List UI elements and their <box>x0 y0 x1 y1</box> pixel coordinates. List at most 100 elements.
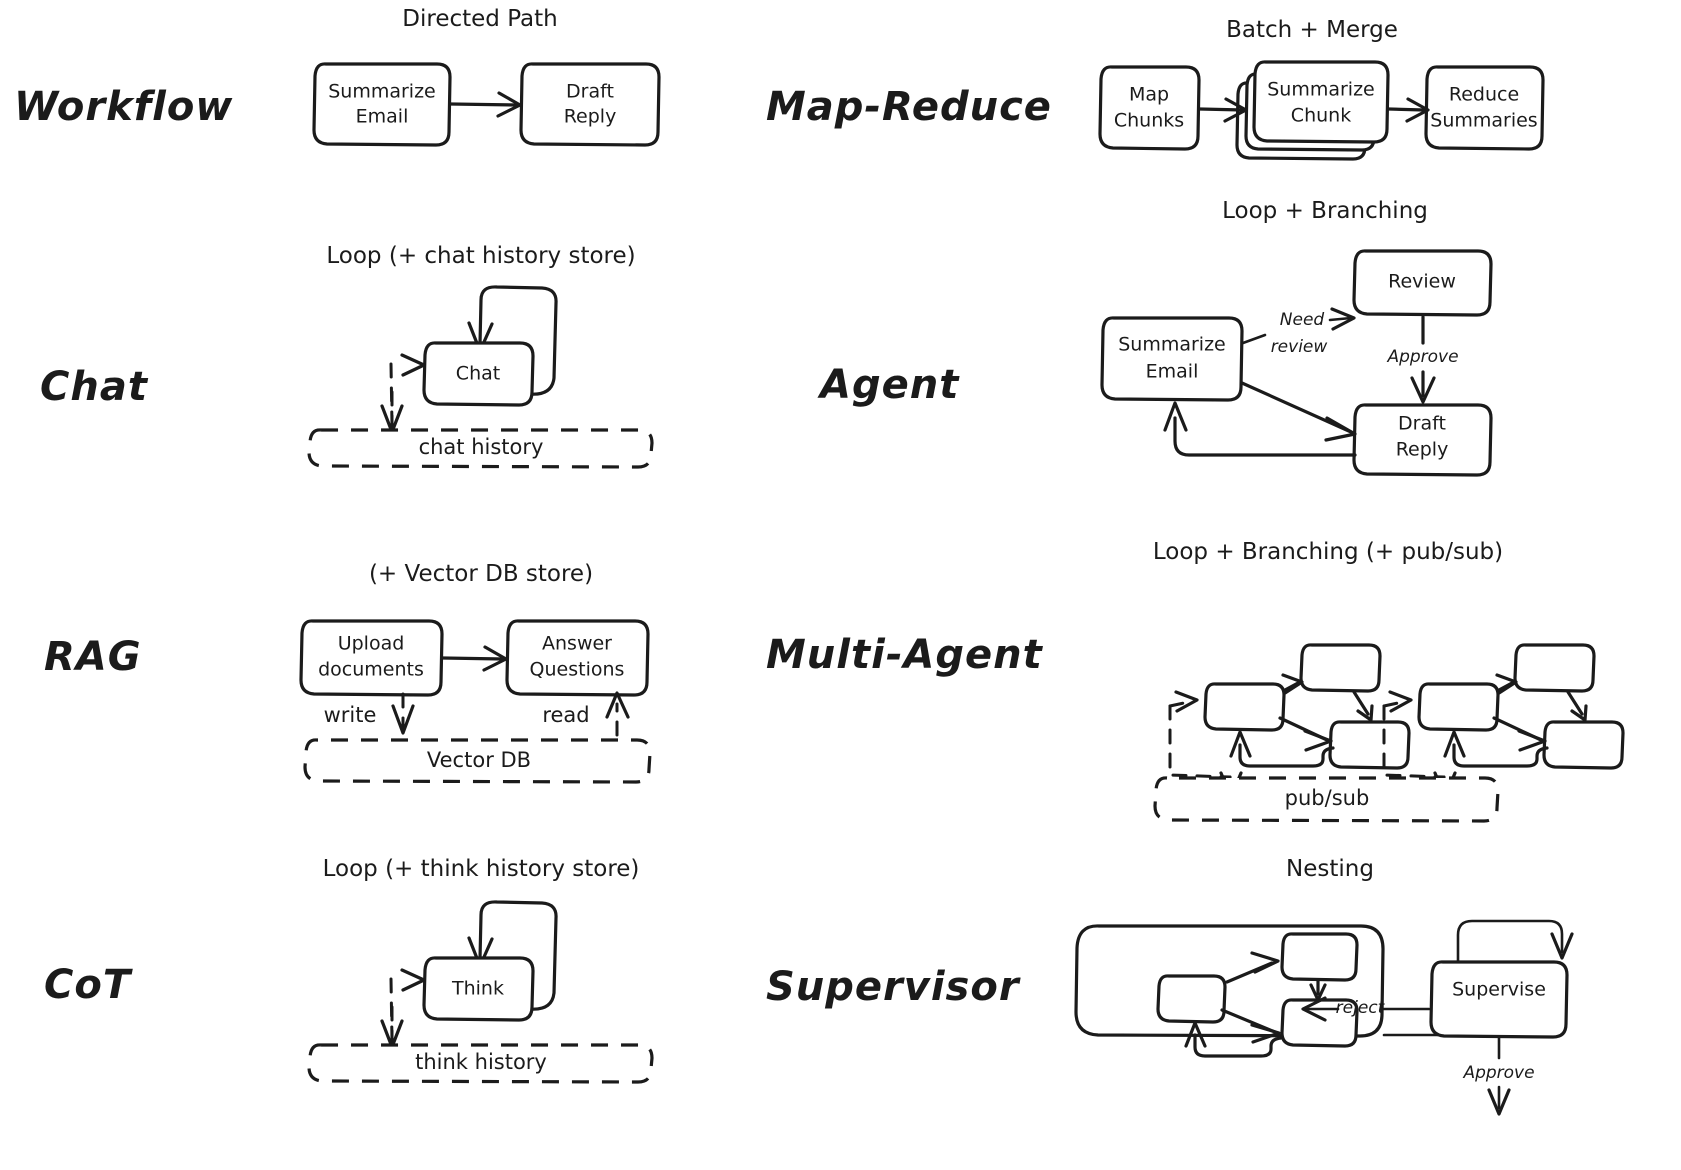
row-label-cot: CoT <box>44 962 132 1008</box>
node-supervise[interactable] <box>1429 960 1569 1039</box>
edge-label-approve-supervisor: Approve <box>1462 1063 1534 1083</box>
arrowhead-icon <box>1570 704 1588 722</box>
arrowhead-icon <box>400 968 426 992</box>
row-label-multi-agent: Multi-Agent <box>766 632 1043 678</box>
node-summarize-email-line2: Email <box>356 106 409 128</box>
arrowhead-icon <box>1410 376 1436 404</box>
node-cluster-b-left[interactable] <box>1417 682 1500 732</box>
diagram-agent: Summarize Email Review Draft Reply Need … <box>1100 249 1493 477</box>
node-think[interactable] <box>422 956 535 1022</box>
node-cluster-a-right[interactable] <box>1328 720 1411 770</box>
node-reduce-summaries-line1: Reduce <box>1449 84 1519 106</box>
arrowhead-icon <box>1487 1088 1511 1116</box>
arrowhead-icon <box>496 91 522 118</box>
node-cluster-b-top[interactable] <box>1513 643 1596 693</box>
node-summarize-chunk-line1: Summarize <box>1267 79 1375 101</box>
node-agent-draft-reply[interactable] <box>1352 403 1493 477</box>
node-chat[interactable] <box>422 341 535 407</box>
row-label-chat: Chat <box>40 364 148 410</box>
node-agent-summarize-line2: Email <box>1146 361 1199 383</box>
edge-label-read: read <box>542 703 589 727</box>
arrowhead-icon <box>1550 932 1574 960</box>
node-reduce-summaries-line2: Summaries <box>1430 110 1537 132</box>
store-vector-db-label: Vector DB <box>427 748 531 772</box>
store-think-history-label: think history <box>415 1050 547 1074</box>
store-chat-history[interactable] <box>307 428 654 469</box>
row-label-map-reduce: Map-Reduce <box>766 84 1052 130</box>
panel-title-nesting: Nesting <box>1286 856 1374 882</box>
edge-a-pubsub-in <box>1168 699 1195 708</box>
panel-title-loop-branching: Loop + Branching <box>1222 198 1428 224</box>
edge-b-pubsub-in <box>1382 699 1409 708</box>
node-upload-line2: documents <box>318 659 424 681</box>
node-summarize-email-line1: Summarize <box>328 81 436 103</box>
node-cluster-b-right[interactable] <box>1542 720 1625 770</box>
node-agent-summarize-email[interactable] <box>1100 316 1244 402</box>
node-review[interactable] <box>1352 249 1493 317</box>
node-draft-reply-line1: Draft <box>566 81 614 103</box>
arrowhead-icon <box>1301 996 1327 1022</box>
node-draft-reply[interactable] <box>519 62 661 147</box>
edge-think-self-loop <box>478 900 558 1011</box>
edge-label-write: write <box>324 703 377 727</box>
arrowhead-icon <box>1388 690 1413 713</box>
node-map-chunks-line2: Chunks <box>1114 110 1184 132</box>
node-supervise-label: Supervise <box>1452 979 1546 1001</box>
edge-draft-to-summarize-loop <box>1173 416 1357 457</box>
store-vector-db[interactable] <box>303 738 652 784</box>
arrowhead-icon <box>1517 729 1547 752</box>
arrowhead-icon <box>1330 307 1356 331</box>
node-reduce-summaries[interactable] <box>1424 65 1545 151</box>
panel-title-directed-path: Directed Path <box>402 6 558 32</box>
arrowhead-icon <box>1250 951 1280 974</box>
node-upload-documents[interactable] <box>299 619 444 697</box>
edge-label-reject: reject <box>1336 998 1386 1018</box>
edge-summarize-to-review-seg2 <box>1328 316 1353 322</box>
row-label-workflow: Workflow <box>14 84 234 130</box>
node-map-chunks[interactable] <box>1098 65 1201 151</box>
node-answer-questions[interactable] <box>505 619 650 697</box>
diagram-workflow: Summarize Email Draft Reply <box>312 62 661 147</box>
node-nested-top[interactable] <box>1280 932 1359 982</box>
edge-a-top-to-right <box>1352 690 1370 716</box>
node-chat-label: Chat <box>456 363 500 385</box>
arrowhead-icon <box>391 704 415 735</box>
arrowhead-icon <box>1223 97 1248 123</box>
edge-summarize-to-review <box>1241 333 1267 345</box>
store-chat-history-label: chat history <box>419 435 544 459</box>
node-summarize-chunk[interactable] <box>1252 60 1390 144</box>
agent-cluster-a <box>1168 643 1411 799</box>
arrowhead-icon <box>605 691 630 719</box>
panel-title-batch-merge: Batch + Merge <box>1226 17 1398 43</box>
store-pub-sub[interactable] <box>1153 776 1500 823</box>
node-upload-line1: Upload <box>338 633 405 655</box>
diagram-cot: Think think history <box>307 900 654 1084</box>
arrowhead-icon <box>400 353 426 377</box>
row-label-supervisor: Supervisor <box>766 964 1020 1010</box>
diagram-map-reduce: Map Chunks Summarize Chunk Reduce Summar… <box>1098 60 1545 161</box>
arrowhead-icon <box>482 645 508 672</box>
node-cluster-a-top[interactable] <box>1299 643 1382 693</box>
edge-summarize-to-draft <box>1240 381 1353 434</box>
arrowhead-icon <box>1303 729 1333 752</box>
arrowhead-icon <box>1184 1021 1207 1048</box>
arrowhead-icon <box>1324 416 1357 442</box>
edge-map-to-summarize <box>1198 107 1245 112</box>
store-think-history[interactable] <box>307 1043 654 1084</box>
arrowhead-icon <box>1174 690 1199 713</box>
node-agent-draft-line1: Draft <box>1398 413 1446 435</box>
edge-a-pubsub-out <box>1168 704 1232 779</box>
node-summarize-chunk-line2: Chunk <box>1291 105 1351 127</box>
node-think-label: Think <box>451 978 504 1000</box>
agent-cluster-b <box>1382 643 1625 799</box>
edge-label-need: Need <box>1280 310 1325 330</box>
edge-label-review: review <box>1271 337 1328 357</box>
row-label-rag: RAG <box>44 634 142 680</box>
node-nested-left[interactable] <box>1156 974 1227 1024</box>
node-nested-bottom[interactable] <box>1280 998 1359 1048</box>
panel-title-loop-think: Loop (+ think history store) <box>322 856 640 882</box>
node-cluster-a-left[interactable] <box>1203 682 1286 732</box>
node-summarize-email[interactable] <box>312 62 452 147</box>
